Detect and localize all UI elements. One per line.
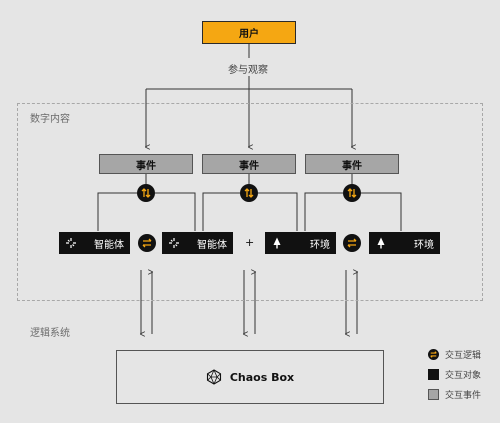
chaos-box: Chaos Box — [116, 350, 384, 404]
swap-horizontal-icon — [142, 238, 152, 248]
event-swatch — [428, 389, 439, 400]
tree-icon — [377, 237, 385, 249]
event-box-2: 事件 — [202, 154, 296, 174]
object-label: 环境 — [310, 239, 330, 251]
event-box-1: 事件 — [99, 154, 193, 174]
logic-circle-5 — [343, 234, 361, 252]
object-environment-2: 环境 — [369, 232, 440, 254]
logic-circle-4 — [138, 234, 156, 252]
swap-vertical-icon — [347, 188, 357, 198]
logic-circle-2 — [240, 184, 258, 202]
agent-icon — [66, 238, 76, 248]
object-label: 智能体 — [197, 239, 227, 251]
logic-area-label: 逻辑系统 — [30, 328, 70, 339]
plus-sign: + — [245, 236, 255, 249]
legend-label: 交互事件 — [445, 391, 482, 401]
legend-item-object: 交互对象 — [428, 368, 481, 381]
logic-circle-3 — [343, 184, 361, 202]
object-label: 智能体 — [94, 239, 124, 251]
swap-vertical-icon — [244, 188, 254, 198]
content-area-label: 数字内容 — [30, 114, 70, 125]
chaos-box-label: Chaos Box — [229, 370, 295, 384]
agent-icon — [169, 238, 179, 248]
user-box: 用户 — [202, 21, 296, 44]
legend: 交互逻辑 交互对象 交互事件 — [428, 348, 481, 401]
legend-label: 交互逻辑 — [445, 351, 482, 361]
logic-swatch-icon — [428, 349, 439, 360]
event-box-3: 事件 — [305, 154, 399, 174]
swap-horizontal-icon — [347, 238, 357, 248]
observe-label: 参与观察 — [228, 65, 268, 76]
tree-icon — [273, 237, 281, 249]
object-agent-1: 智能体 — [59, 232, 130, 254]
object-label: 环境 — [414, 239, 434, 251]
object-agent-2: 智能体 — [162, 232, 233, 254]
content-area-frame — [17, 103, 483, 301]
swap-vertical-icon — [141, 188, 151, 198]
polyhedron-icon — [206, 369, 221, 385]
legend-label: 交互对象 — [445, 371, 482, 381]
legend-item-logic: 交互逻辑 — [428, 348, 481, 361]
logic-circle-1 — [137, 184, 155, 202]
object-environment-1: 环境 — [265, 232, 336, 254]
object-swatch — [428, 369, 439, 380]
legend-item-event: 交互事件 — [428, 388, 481, 401]
